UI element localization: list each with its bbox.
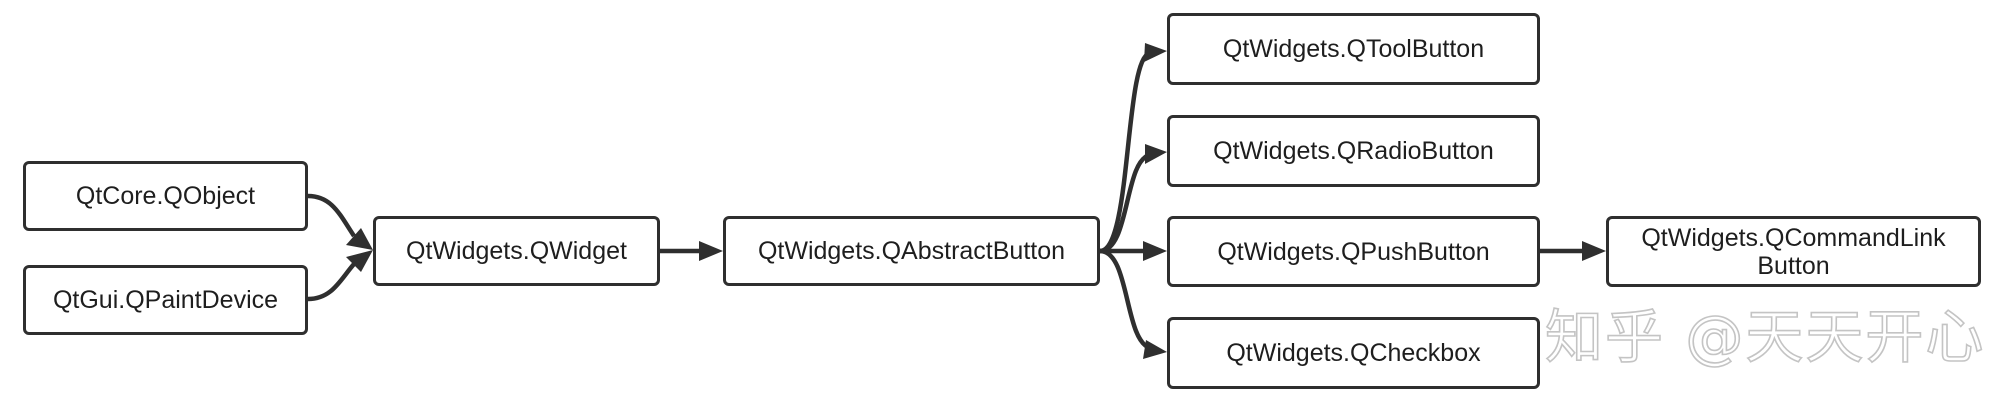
edge-qobject-to-qwidget (307, 193, 356, 238)
node-qcommandlinkbutton-label-line2: Button (1757, 251, 1830, 280)
node-qabstractbutton-label: QtWidgets.QAbstractButton (757, 237, 1066, 265)
edge-qabstractbutton-to-qradiobutton (1099, 152, 1151, 254)
node-qcommandlinkbutton-label-line1: QtWidgets.QCommandLink (1641, 223, 1946, 252)
edge-qabstractbutton-to-qcheckbox (1099, 248, 1152, 351)
node-qradiobutton-label: QtWidgets.QRadioButton (1213, 137, 1494, 165)
node-qcommandlinkbutton: QtWidgets.QCommandLink Button (1606, 216, 1981, 287)
arrowhead-qabstractbutton-to-qpushbutton (1143, 241, 1167, 261)
edge-qabstractbutton-to-qtoolbutton (1099, 50, 1152, 254)
node-qobject-label: QtCore.QObject (75, 182, 256, 210)
arrowhead-qobject-to-qwidget (346, 228, 373, 250)
node-qpushbutton: QtWidgets.QPushButton (1167, 216, 1540, 287)
node-qtoolbutton: QtWidgets.QToolButton (1167, 13, 1540, 85)
edge-qpaintdevice-to-qwidget (307, 262, 356, 302)
node-qtoolbutton-label: QtWidgets.QToolButton (1222, 35, 1485, 63)
arrowhead-qwidget-to-qabstractbutton (699, 241, 723, 261)
zhihu-watermark: 知乎 @天天开心 (1544, 302, 1986, 372)
node-qwidget-label: QtWidgets.QWidget (406, 237, 627, 265)
node-qpaintdevice: QtGui.QPaintDevice (23, 265, 308, 335)
node-qcheckbox-label: QtWidgets.QCheckbox (1226, 339, 1481, 367)
node-qpushbutton-label: QtWidgets.QPushButton (1217, 237, 1490, 266)
arrowhead-qabstractbutton-to-qcheckbox (1143, 340, 1167, 359)
arrowhead-qabstractbutton-to-qradiobutton (1145, 144, 1167, 164)
node-qobject: QtCore.QObject (23, 161, 308, 231)
node-qcheckbox: QtWidgets.QCheckbox (1167, 317, 1540, 389)
arrowhead-qpaintdevice-to-qwidget (346, 250, 373, 272)
node-qpaintdevice-label: QtGui.QPaintDevice (52, 286, 279, 314)
node-qwidget: QtWidgets.QWidget (373, 216, 660, 286)
arrowhead-qpushbutton-to-qcommandlinkbutton (1582, 241, 1606, 261)
node-qradiobutton: QtWidgets.QRadioButton (1167, 115, 1540, 187)
arrowhead-qabstractbutton-to-qtoolbutton (1144, 43, 1167, 62)
node-qabstractbutton: QtWidgets.QAbstractButton (723, 216, 1100, 286)
